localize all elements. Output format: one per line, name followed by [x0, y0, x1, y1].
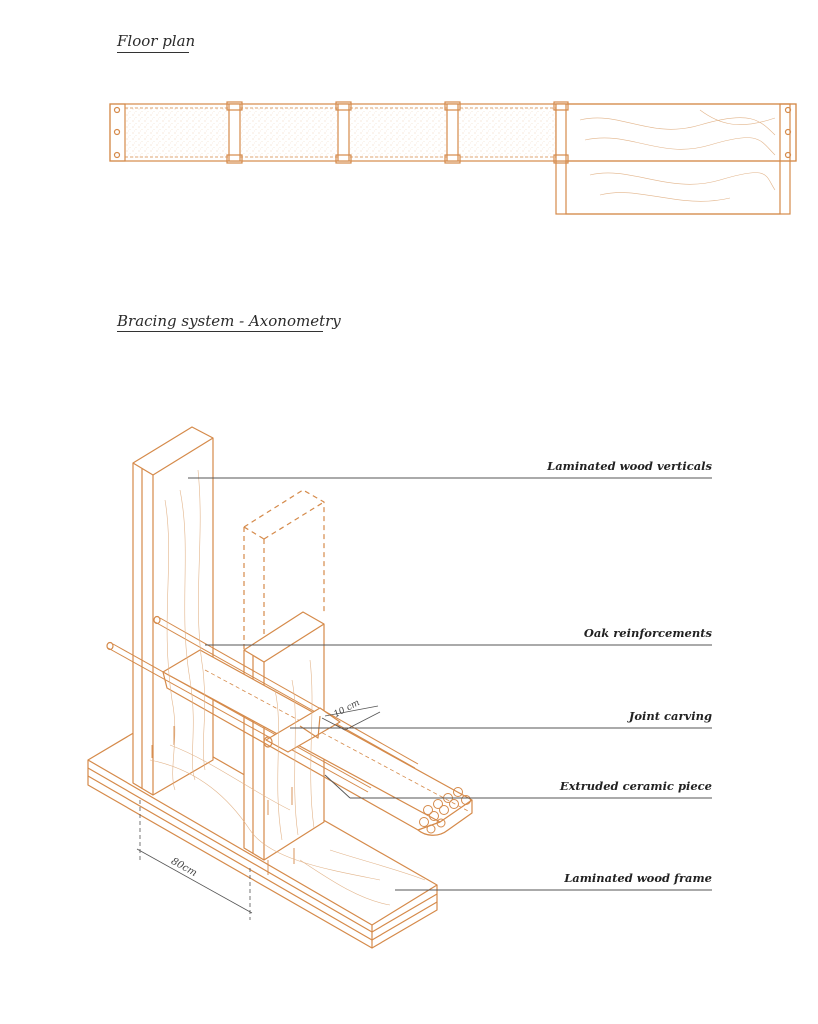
floor-plan-title-underline: [117, 52, 189, 53]
axonometry-title: Bracing system - Axonometry: [117, 312, 341, 330]
axonometry-title-underline: [117, 331, 323, 332]
callout-extruded-ceramic-piece: Extruded ceramic piece: [559, 779, 712, 793]
callout-laminated-wood-frame: Laminated wood frame: [564, 871, 712, 885]
callout-joint-carving: Joint carving: [628, 709, 712, 723]
callout-oak-reinforcements: Oak reinforcements: [583, 626, 712, 640]
floor-plan-title: Floor plan: [117, 32, 196, 50]
callout-laminated-wood-verticals: Laminated wood verticals: [547, 459, 712, 473]
